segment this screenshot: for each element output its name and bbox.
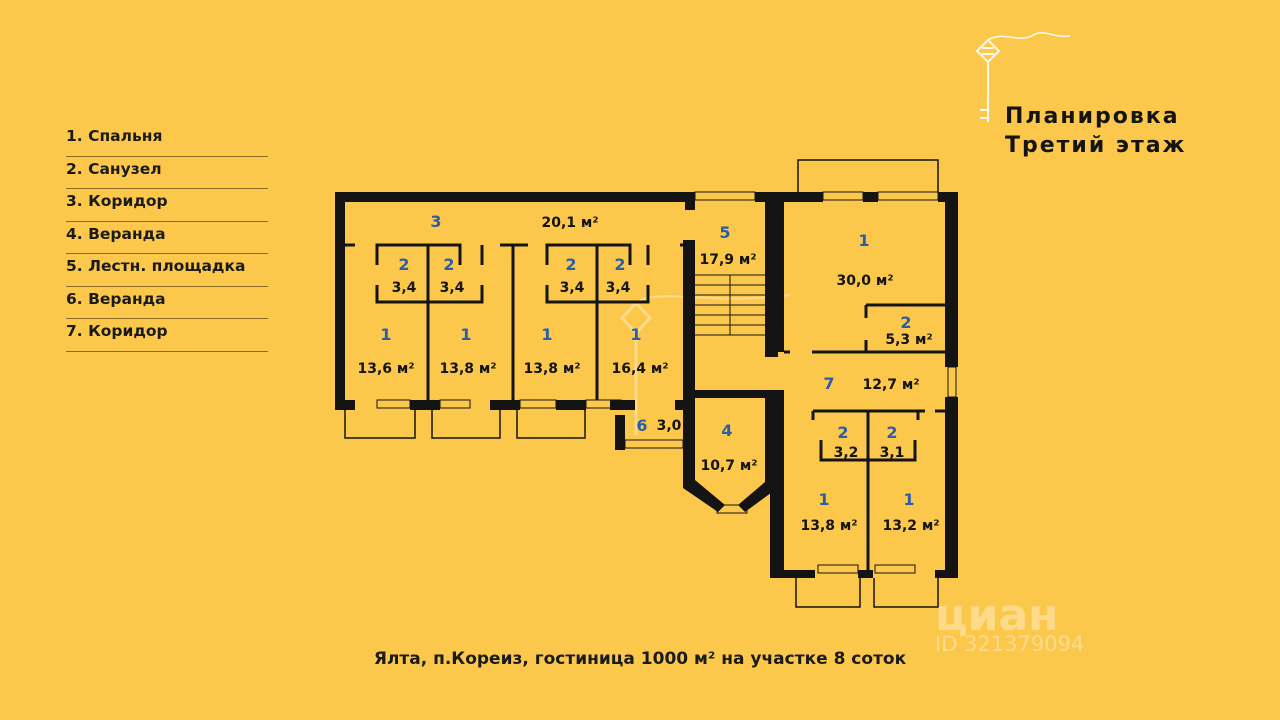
room-number: 2 <box>900 313 911 332</box>
legend-item: 1. Спальня <box>66 124 268 157</box>
partitions <box>344 159 945 608</box>
room-number: 2 <box>886 423 897 442</box>
room-number: 1 <box>903 490 914 509</box>
room-number: 5 <box>719 223 730 242</box>
legend-item: 4. Веранда <box>66 222 268 254</box>
room-number: 2 <box>443 255 454 274</box>
room-area: 3,0 <box>657 418 682 434</box>
room-number: 1 <box>630 325 641 344</box>
room-number: 4 <box>721 421 732 440</box>
legend-item: 2. Санузел <box>66 157 268 189</box>
walls <box>335 192 958 578</box>
caption: Ялта, п.Кореиз, гостиница 1000 м² на уча… <box>373 649 907 669</box>
room-area: 16,4 м² <box>612 361 669 377</box>
room-area: 3,4 <box>606 280 631 296</box>
room-area: 13,8 м² <box>440 361 497 377</box>
room-area: 10,7 м² <box>701 458 758 474</box>
room-area: 3,4 <box>440 280 465 296</box>
room-area: 3,1 <box>880 445 905 461</box>
key-logo-icon <box>975 32 1071 122</box>
watermark-id: ID 321379094 <box>935 632 1085 656</box>
room-number: 2 <box>837 423 848 442</box>
room-area: 12,7 м² <box>863 377 920 393</box>
room-number: 1 <box>460 325 471 344</box>
room-number: 1 <box>541 325 552 344</box>
legend: 1. Спальня 2. Санузел 3. Коридор 4. Вера… <box>66 124 268 352</box>
room-area: 3,4 <box>560 280 585 296</box>
title-line2: Третий этаж <box>1005 133 1187 158</box>
room-area: 13,2 м² <box>883 518 940 534</box>
legend-item: 7. Коридор <box>66 319 268 352</box>
room-area: 20,1 м² <box>542 215 599 231</box>
room-number: 6 <box>636 416 647 435</box>
room-number: 2 <box>398 255 409 274</box>
page-title: Планировка Третий этаж <box>1005 102 1186 160</box>
room-labels: 3 20,1 м² 5 17,9 м² 2 3,4 2 3,4 2 3,4 2 … <box>358 212 940 534</box>
room-area: 3,2 <box>834 445 859 461</box>
room-number: 3 <box>430 212 441 231</box>
room-area: 13,8 м² <box>801 518 858 534</box>
legend-item: 6. Веранда <box>66 287 268 319</box>
title-line1: Планировка <box>1005 104 1180 129</box>
legend-item: 3. Коридор <box>66 189 268 222</box>
room-area: 13,6 м² <box>358 361 415 377</box>
room-number: 2 <box>614 255 625 274</box>
room-number: 1 <box>380 325 391 344</box>
room-number: 1 <box>858 231 869 250</box>
room-number: 7 <box>823 374 834 393</box>
watermark-brand: циан <box>935 590 1059 641</box>
room-area: 30,0 м² <box>837 273 894 289</box>
room-number: 1 <box>818 490 829 509</box>
room-area: 5,3 м² <box>885 332 932 348</box>
room-number: 2 <box>565 255 576 274</box>
room-area: 13,8 м² <box>524 361 581 377</box>
room-area: 3,4 <box>392 280 417 296</box>
room-area: 17,9 м² <box>700 252 757 268</box>
legend-item: 5. Лестн. площадка <box>66 254 268 287</box>
windows <box>376 191 957 574</box>
